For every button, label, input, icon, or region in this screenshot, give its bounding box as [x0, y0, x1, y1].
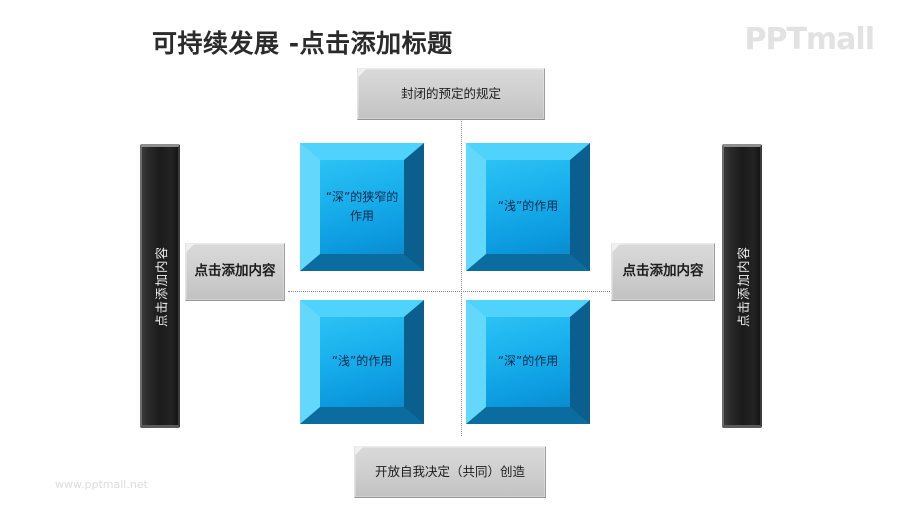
- quadrant-bottom-right-label: “深”的作用: [486, 317, 570, 407]
- quadrant-bevel: [466, 143, 590, 271]
- right-vertical-bar[interactable]: 点击添加内容: [722, 144, 762, 428]
- quadrant-top-right[interactable]: “浅”的作用: [466, 143, 590, 271]
- quadrant-top-left[interactable]: “深”的狭窄的作用: [300, 143, 424, 271]
- quadrant-top-left-label: “深”的狭窄的作用: [320, 160, 404, 254]
- quadrant-bottom-left-label: “浅”的作用: [320, 317, 404, 407]
- left-vertical-bar[interactable]: 点击添加内容: [140, 144, 180, 428]
- bottom-label-text: 开放自我决定（共同）创造: [374, 463, 525, 479]
- quadrant-bottom-left[interactable]: “浅”的作用: [300, 300, 424, 424]
- vertical-axis-divider: [461, 104, 462, 436]
- quadrant-bevel: [300, 143, 424, 271]
- left-label-box[interactable]: 点击添加内容: [185, 243, 285, 301]
- quadrant-bevel: [300, 300, 424, 424]
- footer-watermark: www.pptmall.net: [55, 478, 148, 491]
- left-label-text: 点击添加内容: [194, 263, 276, 280]
- right-label-text: 点击添加内容: [622, 263, 704, 280]
- right-label-box[interactable]: 点击添加内容: [611, 243, 715, 301]
- pptmall-logo: PPTmall: [744, 22, 875, 57]
- horizontal-axis-divider: [288, 291, 636, 292]
- page-title: 可持续发展 -点击添加标题: [152, 29, 453, 58]
- quadrant-bevel: [466, 300, 590, 424]
- bottom-label-box[interactable]: 开放自我决定（共同）创造: [354, 446, 546, 498]
- top-label-text: 封闭的预定的规定: [400, 85, 501, 101]
- right-vertical-bar-label: 点击添加内容: [735, 245, 751, 327]
- left-vertical-bar-label: 点击添加内容: [153, 245, 169, 327]
- quadrant-top-right-label: “浅”的作用: [486, 160, 570, 254]
- quadrant-bottom-right[interactable]: “深”的作用: [466, 300, 590, 424]
- top-label-box[interactable]: 封闭的预定的规定: [357, 68, 545, 120]
